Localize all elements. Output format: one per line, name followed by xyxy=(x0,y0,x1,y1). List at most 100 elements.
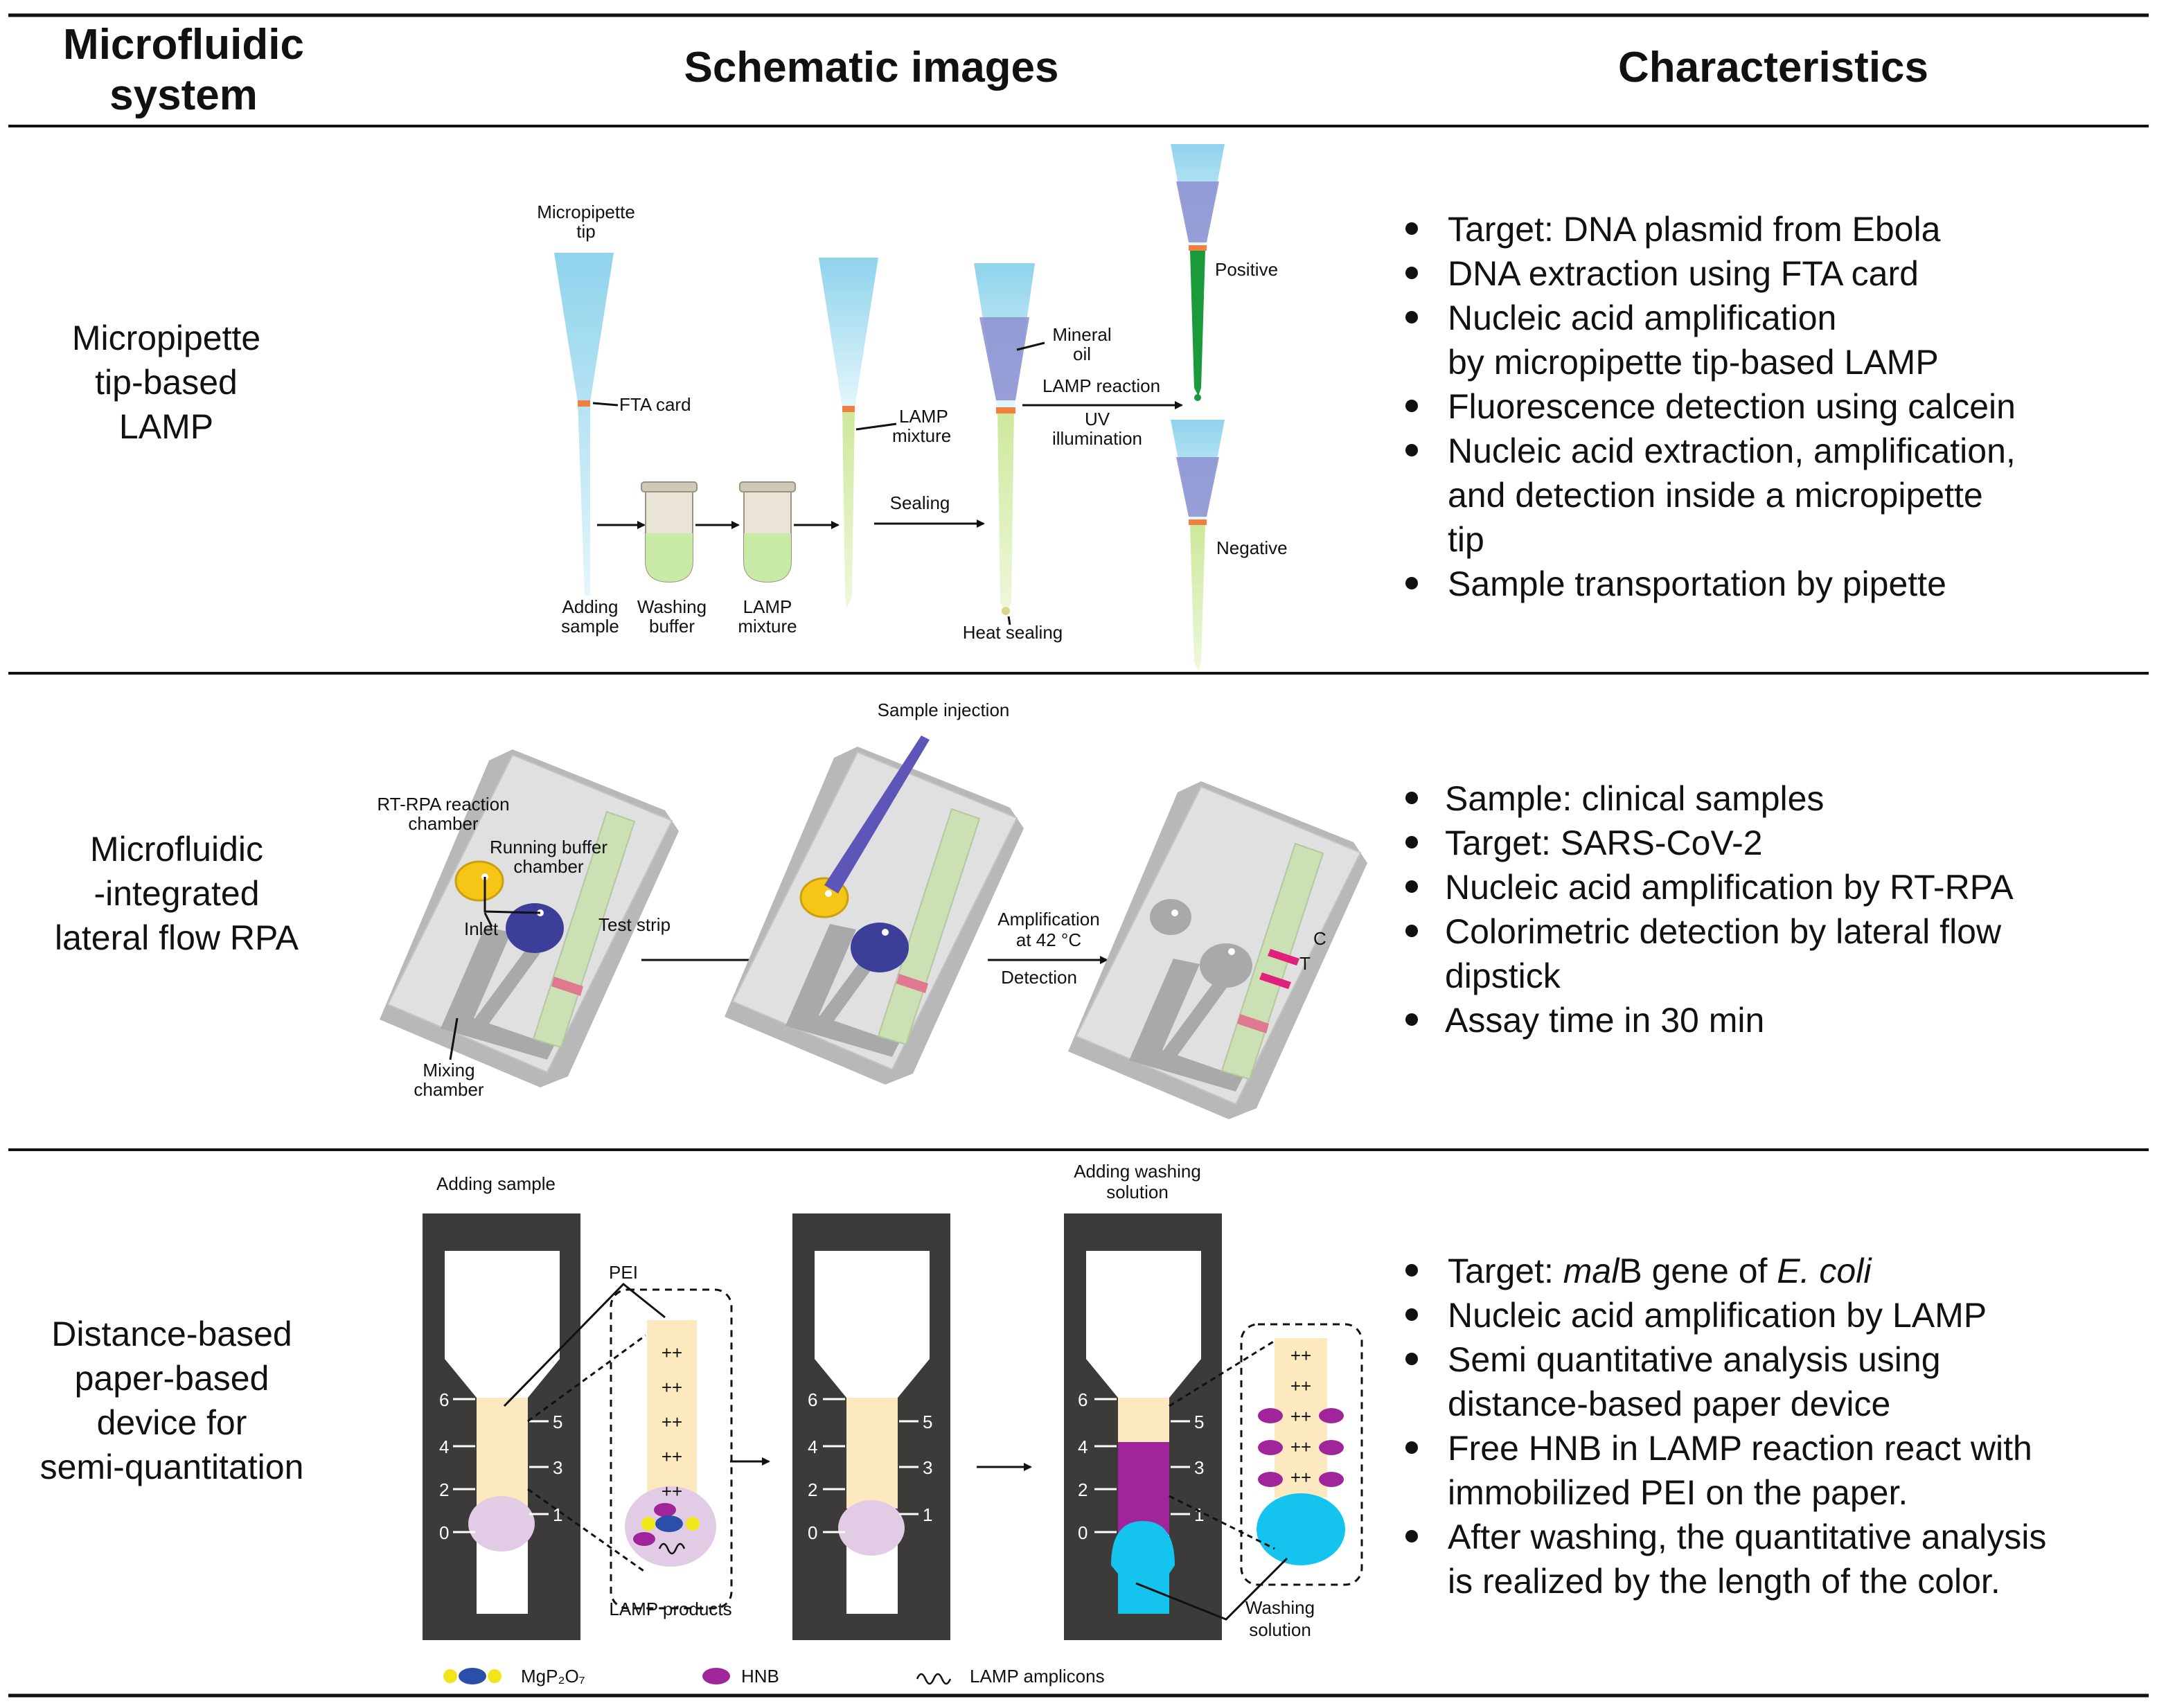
amplicon-icon xyxy=(658,1542,686,1555)
scale-label: 3 xyxy=(1194,1457,1204,1478)
label-mixing-chamber: chamber xyxy=(414,1079,483,1100)
characteristic-text: and detection inside a micropipette xyxy=(1448,476,1983,515)
plus-sign: ++ xyxy=(1290,1467,1311,1488)
label-washing-buffer: buffer xyxy=(649,616,695,637)
label-heat-sealing: Heat sealing xyxy=(963,622,1063,643)
mgppi-icon xyxy=(686,1517,700,1531)
bullet xyxy=(1405,400,1418,412)
characteristic-text: is realized by the length of the color. xyxy=(1448,1562,2000,1601)
header-system-line1: Microfluidic xyxy=(63,21,304,69)
system-line: paper-based xyxy=(75,1359,269,1398)
legend-hnb: HNB xyxy=(741,1666,779,1687)
negative-tip-icon xyxy=(1171,420,1225,670)
bullet xyxy=(1405,222,1418,235)
system-line: -integrated xyxy=(94,874,259,913)
hnb-icon xyxy=(1319,1408,1344,1423)
row1-schematic: Micropipette tip FTA card Adding sample … xyxy=(537,144,1288,670)
scale-label: 3 xyxy=(553,1457,562,1478)
label-fta-card: FTA card xyxy=(619,394,691,415)
leader-line xyxy=(855,422,897,431)
label-amplification: Amplification xyxy=(997,909,1099,929)
label-t-line: T xyxy=(1299,953,1311,974)
system-line: device for xyxy=(97,1403,247,1442)
label-negative: Negative xyxy=(1216,537,1288,558)
bullet xyxy=(1405,1264,1418,1276)
system-line: tip-based xyxy=(95,363,238,402)
bullet xyxy=(1405,880,1418,893)
label-washing-buffer: Washing xyxy=(637,596,707,617)
label-rt-rpa-chamber: chamber xyxy=(408,813,478,834)
system-line: lateral flow RPA xyxy=(55,918,299,957)
leader-line xyxy=(592,402,619,407)
leader-line xyxy=(449,1017,459,1060)
zoom-inset: ++ ++ ++ ++ ++ xyxy=(527,1288,733,1610)
legend-mgppi: MgP₂O₇ xyxy=(521,1666,585,1687)
label-pei: PEI xyxy=(609,1262,638,1283)
row1-system-label: Micropipette tip-based LAMP xyxy=(72,319,260,446)
sealed-tip-icon xyxy=(974,263,1035,615)
row3-characteristics: Target: malB gene of E. coli Nucleic aci… xyxy=(1405,1252,2046,1601)
label-washing-solution: solution xyxy=(1249,1619,1311,1640)
scale-label: 2 xyxy=(808,1479,817,1500)
amplicon-legend-icon xyxy=(916,1673,952,1685)
leader-line xyxy=(503,1282,666,1407)
label-running-buffer: chamber xyxy=(513,856,583,877)
mgppi-legend-icon xyxy=(488,1669,501,1683)
plus-sign: ++ xyxy=(1290,1376,1311,1396)
mgppi-legend-icon xyxy=(459,1668,486,1684)
system-line: semi-quantitation xyxy=(40,1448,304,1486)
microfluidic-chip-icon xyxy=(1068,781,1367,1119)
scale-label: 5 xyxy=(923,1412,932,1432)
mgppi-icon xyxy=(655,1515,683,1532)
leader-line xyxy=(483,912,493,927)
leader-line xyxy=(1016,341,1045,351)
label-c-line: C xyxy=(1313,928,1326,949)
label-mineral-oil: oil xyxy=(1073,344,1091,364)
plus-sign: ++ xyxy=(1290,1436,1311,1457)
row2-schematic: RT-RPA reaction chamber Running buffer c… xyxy=(377,700,1367,1119)
label-adding-sample: sample xyxy=(561,616,619,637)
bullet xyxy=(1405,1013,1418,1026)
paper-device-icon xyxy=(423,1213,580,1640)
label-mixing-chamber: Mixing xyxy=(423,1060,474,1080)
lamp-mixture-tube-icon xyxy=(739,481,796,583)
label-lamp-mixture: mixture xyxy=(738,616,797,637)
micropipette-tip-icon xyxy=(819,258,878,610)
leader-line xyxy=(483,877,541,914)
label-amplification: at 42 °C xyxy=(1016,929,1081,950)
microfluidic-chip-icon xyxy=(725,736,1024,1085)
row1-characteristics: Target: DNA plasmid from Ebola DNA extra… xyxy=(1405,210,2016,603)
leader-line xyxy=(1007,616,1011,625)
characteristic-text: Colorimetric detection by lateral flow xyxy=(1445,912,2002,951)
header-schematic: Schematic images xyxy=(684,44,1058,91)
label-lamp-mixture: LAMP xyxy=(743,596,792,617)
bullet xyxy=(1405,925,1418,937)
label-rt-rpa-chamber: RT-RPA reaction xyxy=(377,794,509,815)
header-characteristics: Characteristics xyxy=(1618,44,1928,91)
characteristic-text: Sample: clinical samples xyxy=(1445,779,1824,818)
hnb-legend-icon xyxy=(702,1668,730,1684)
scale-label: 0 xyxy=(439,1522,449,1543)
characteristic-text: distance-based paper device xyxy=(1448,1385,1890,1423)
label-mineral-oil: Mineral xyxy=(1052,324,1111,345)
characteristic-text: Assay time in 30 min xyxy=(1445,1001,1764,1040)
label-sealing: Sealing xyxy=(890,492,950,513)
paper-device-icon xyxy=(1064,1213,1222,1640)
scale-label: 5 xyxy=(553,1412,562,1432)
label-lamp-mixture-tip: mixture xyxy=(892,425,951,446)
label-positive: Positive xyxy=(1215,259,1278,280)
hnb-icon xyxy=(1258,1440,1283,1455)
characteristic-text: Semi quantitative analysis using xyxy=(1448,1340,1941,1379)
row3-system-label: Distance-based paper-based device for se… xyxy=(40,1315,304,1486)
label-lamp-mixture-tip: LAMP xyxy=(899,406,948,427)
plus-sign: ++ xyxy=(662,1481,682,1502)
plus-sign: ++ xyxy=(662,1446,682,1467)
label-adding-washing: Adding washing xyxy=(1074,1161,1201,1182)
characteristic-text: After washing, the quantitative analysis xyxy=(1448,1518,2046,1556)
characteristic-text: Free HNB in LAMP reaction react with xyxy=(1448,1429,2032,1468)
characteristic-text: Nucleic acid amplification by LAMP xyxy=(1448,1296,1987,1335)
hnb-icon xyxy=(1319,1440,1344,1455)
scale-label: 0 xyxy=(1078,1522,1088,1543)
label-sample-injection: Sample injection xyxy=(878,700,1010,720)
